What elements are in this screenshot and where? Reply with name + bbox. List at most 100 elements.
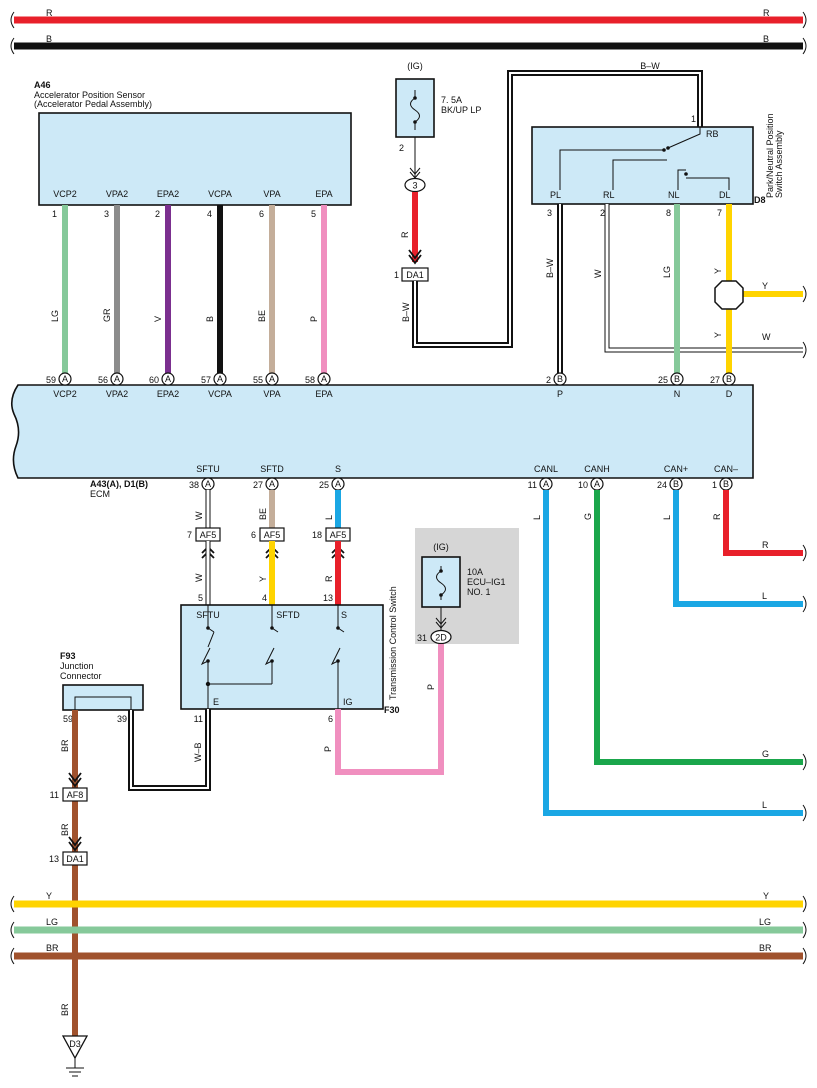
wire-color: V: [153, 316, 163, 322]
pin-number: 10: [578, 480, 588, 490]
connector-id: DA1: [66, 854, 84, 864]
ecm-pin-label: VPA: [263, 389, 280, 399]
ecm-pin-label: SFTU: [196, 464, 220, 474]
ecm-pin-label: CAN–: [714, 464, 738, 474]
pin-number: 59: [63, 714, 73, 724]
pin-number: 7: [187, 530, 192, 540]
ecm-pin-label: CAN+: [664, 464, 688, 474]
component-name: Accelerator Position Sensor: [34, 90, 145, 100]
ground-id: D3: [69, 1039, 81, 1049]
wire-color: L: [662, 515, 672, 520]
fuse-ecu-ig1: (IG) 10A ECU–IG1 NO. 1 2D 31: [415, 528, 519, 645]
component-name: (Accelerator Pedal Assembly): [34, 99, 152, 109]
wire-color: LG: [50, 310, 60, 322]
wire-color: W: [593, 269, 603, 278]
fuse-name: BK/UP LP: [441, 105, 481, 115]
ecm-af5-wires: W BE L: [194, 490, 341, 528]
pin-number: 13: [323, 593, 333, 603]
pin-label: EPA: [315, 189, 332, 199]
pin-number: 31: [417, 633, 427, 643]
connector-id: AF8: [67, 790, 84, 800]
wire-color: W: [194, 573, 204, 582]
wire-color: Y: [258, 576, 268, 582]
conn-letter: B: [557, 374, 563, 384]
pin-number: 56: [98, 375, 108, 385]
wire-color: BE: [257, 310, 267, 322]
d8-wires: B–W W W LG Y Y Y: [545, 204, 807, 373]
pin-number: 4: [207, 209, 212, 219]
pin-label: EPA2: [157, 189, 179, 199]
splice-number: 3: [412, 181, 417, 191]
bus-label: Y: [46, 891, 52, 901]
pin-label: DL: [719, 190, 731, 200]
component-id: A46: [34, 80, 51, 90]
bus-label: Y: [763, 891, 769, 901]
conn-letter: A: [594, 479, 600, 489]
pin-label: NL: [668, 190, 680, 200]
wb-wire: W–B: [128, 709, 211, 791]
pin-number: 27: [710, 375, 720, 385]
wire-color: R: [712, 513, 722, 520]
wire-color: Y: [713, 268, 723, 274]
af5-connectors: AF5 AF5 AF5 7 6 18: [187, 527, 351, 559]
pin-number: 11: [528, 480, 537, 490]
ecm-bottom-pins: SFTU SFTD S CANL CANH CAN+ CAN– A A A A …: [189, 464, 738, 491]
af5-f30-wires: W Y R 5 4 13: [194, 541, 341, 605]
conn-letter: A: [335, 479, 341, 489]
pin-label: VCP2: [53, 189, 77, 199]
connector-id: AF5: [200, 530, 217, 540]
ground-d3: BR D3: [60, 1003, 89, 1077]
pin-number: 5: [311, 209, 316, 219]
wire-color: G: [583, 513, 593, 520]
ecm-pin-label: N: [674, 389, 681, 399]
pin-number: 13: [49, 854, 59, 864]
ig-label: (IG): [433, 542, 449, 552]
conn-letter: B: [726, 374, 732, 384]
pin-number: 1: [691, 114, 696, 124]
component-name: Switch Assembly: [774, 130, 784, 198]
d8-switch: 1 RB PL RL NL DL D8 Park/Neutral Positio…: [531, 113, 784, 218]
wire-color: G: [762, 749, 769, 759]
bus-label: B: [46, 34, 52, 44]
pin-label: SFTD: [276, 610, 300, 620]
wire-color: W: [762, 332, 771, 342]
conn-letter: A: [321, 374, 327, 384]
pin-number: 7: [717, 208, 722, 218]
bus-label: LG: [759, 917, 771, 927]
wire-color: P: [323, 746, 333, 752]
top-bus: R R B B: [10, 8, 807, 55]
pin-number: 11: [50, 790, 59, 800]
pin-label: VPA2: [106, 189, 128, 199]
conn-letter: A: [269, 374, 275, 384]
ecm-pin-label: EPA: [315, 389, 332, 399]
pin-number: 58: [305, 375, 315, 385]
conn-letter: B: [723, 479, 729, 489]
bus-label: R: [46, 8, 53, 18]
pin-number: 8: [666, 208, 671, 218]
wire-color: L: [324, 515, 334, 520]
a46-pin-labels: VCP2 VPA2 EPA2 VCPA VPA EPA 1 3 2 4 6 5 …: [50, 189, 333, 322]
pin-label: VCPA: [208, 189, 232, 199]
component-id: D8: [754, 195, 766, 205]
conn-letter: A: [217, 374, 223, 384]
wire-color: B–W: [401, 302, 411, 322]
bottom-bus: Y Y LG LG BR BR: [10, 891, 807, 965]
pin-label: RL: [603, 190, 615, 200]
connector-id: 2D: [435, 633, 447, 643]
pin-number: 6: [328, 714, 333, 724]
pin-number: 1: [394, 270, 399, 280]
connector-id: AF5: [330, 530, 347, 540]
wire-color: W: [194, 511, 204, 520]
pin-number: 1: [712, 480, 717, 490]
pin-number: 38: [189, 480, 199, 490]
pin-number: 25: [658, 375, 668, 385]
a46-wires: [62, 205, 327, 373]
component-id: A43(A), D1(B): [90, 479, 148, 489]
pin-number: 6: [259, 209, 264, 219]
wire-color: BR: [60, 823, 70, 836]
a46-sensor: A46 Accelerator Position Sensor (Acceler…: [34, 80, 352, 206]
can-wires: L G L R L G L R: [532, 490, 807, 822]
fuse-bkup: (IG) 7. 5A BK/UP LP 2 3 R 1 DA1 B–W: [394, 61, 481, 322]
fuse-name: ECU–IG1: [467, 577, 506, 587]
